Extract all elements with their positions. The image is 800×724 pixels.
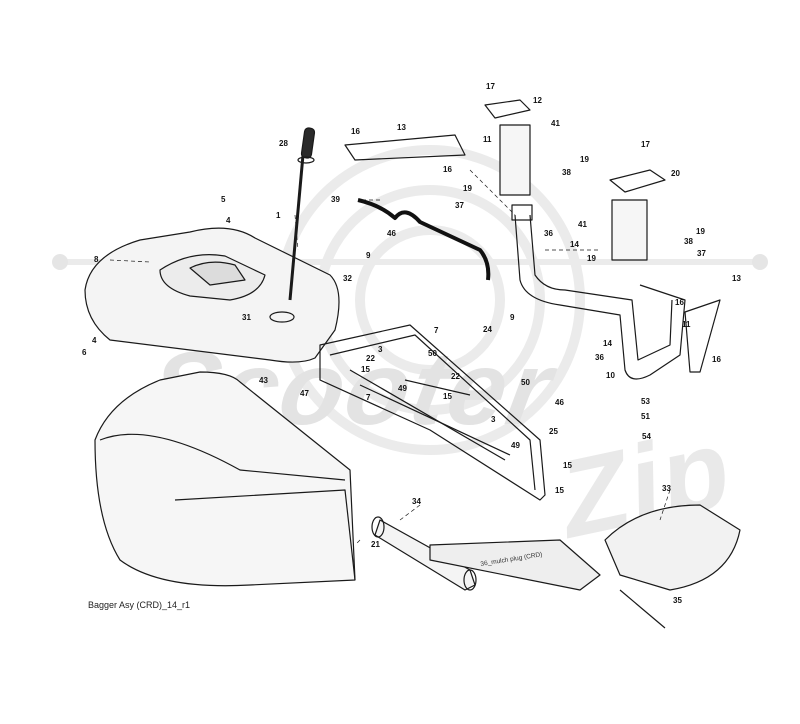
callout-label: 25 bbox=[549, 427, 558, 436]
callout-label: 16 bbox=[443, 165, 452, 174]
grass-bag bbox=[94, 371, 356, 587]
callout-label: 10 bbox=[606, 371, 615, 380]
callout-label: 3 bbox=[378, 345, 383, 354]
callout-label: 4 bbox=[226, 216, 231, 225]
callout-label: 7 bbox=[434, 326, 439, 335]
top-cover bbox=[84, 227, 340, 363]
callout-label: 34 bbox=[412, 497, 421, 506]
callout-label: 38 bbox=[562, 168, 571, 177]
callout-label: 32 bbox=[343, 274, 352, 283]
callout-label: 43 bbox=[259, 376, 268, 385]
callout-label: 9 bbox=[510, 313, 515, 322]
callout-label: 13 bbox=[732, 274, 741, 283]
callout-label: 15 bbox=[555, 486, 564, 495]
callout-label: 53 bbox=[641, 397, 650, 406]
callout-label: 9 bbox=[366, 251, 371, 260]
callout-label: 16 bbox=[351, 127, 360, 136]
callout-label: 13 bbox=[397, 123, 406, 132]
callout-label: 15 bbox=[563, 461, 572, 470]
callout-label: 46 bbox=[555, 398, 564, 407]
callout-label: 28 bbox=[279, 139, 288, 148]
callout-label: 50 bbox=[521, 378, 530, 387]
callout-label: 15 bbox=[443, 392, 452, 401]
callout-label: 20 bbox=[671, 169, 680, 178]
callout-label: 46 bbox=[387, 229, 396, 238]
callout-label: 36 bbox=[544, 229, 553, 238]
callout-label: 11 bbox=[682, 320, 691, 329]
callout-label: 4 bbox=[92, 336, 97, 345]
bag-frame bbox=[319, 324, 546, 501]
callout-label: 50 bbox=[428, 349, 437, 358]
callout-label: 41 bbox=[578, 220, 587, 229]
callout-label: 1 bbox=[276, 211, 281, 220]
callout-label: 6 bbox=[82, 348, 87, 357]
callout-label: 12 bbox=[533, 96, 542, 105]
callout-label: 21 bbox=[371, 540, 380, 549]
bracket-assembly bbox=[344, 99, 721, 380]
callout-label: 31 bbox=[242, 313, 251, 322]
diagram-caption: Bagger Asy (CRD)_14_r1 bbox=[88, 600, 191, 610]
callout-label: 19 bbox=[580, 155, 589, 164]
callout-label: 49 bbox=[398, 384, 407, 393]
callout-label: 14 bbox=[603, 339, 612, 348]
callout-label: 16 bbox=[675, 298, 684, 307]
callout-label: 17 bbox=[641, 140, 650, 149]
callout-label: 19 bbox=[587, 254, 596, 263]
callout-label: 33 bbox=[662, 484, 671, 493]
mulch-plug bbox=[371, 504, 741, 629]
callout-label: 3 bbox=[491, 415, 496, 424]
callout-label: 49 bbox=[511, 441, 520, 450]
callout-label: 5 bbox=[221, 195, 226, 204]
callout-label: 11 bbox=[483, 135, 492, 144]
callout-label: 17 bbox=[486, 82, 495, 91]
callout-label: 14 bbox=[570, 240, 579, 249]
callout-label: 41 bbox=[551, 119, 560, 128]
callout-label: 37 bbox=[455, 201, 464, 210]
callout-label: 22 bbox=[366, 354, 375, 363]
callout-label: 8 bbox=[94, 255, 99, 264]
callout-label: 15 bbox=[361, 365, 370, 374]
callout-label: 19 bbox=[463, 184, 472, 193]
rod-39 bbox=[357, 198, 491, 281]
callout-label: 7 bbox=[366, 393, 371, 402]
callout-label: 24 bbox=[483, 325, 492, 334]
callout-label: 16 bbox=[712, 355, 721, 364]
callout-label: 22 bbox=[451, 372, 460, 381]
callout-label: 51 bbox=[641, 412, 650, 421]
callout-label: 54 bbox=[642, 432, 651, 441]
callout-label: 37 bbox=[697, 249, 706, 258]
callout-label: 38 bbox=[684, 237, 693, 246]
bag-handle bbox=[288, 127, 316, 301]
callout-label: 19 bbox=[696, 227, 705, 236]
callout-label: 36 bbox=[595, 353, 604, 362]
callout-label: 47 bbox=[300, 389, 309, 398]
callout-label: 35 bbox=[673, 596, 682, 605]
callout-label: 39 bbox=[331, 195, 340, 204]
